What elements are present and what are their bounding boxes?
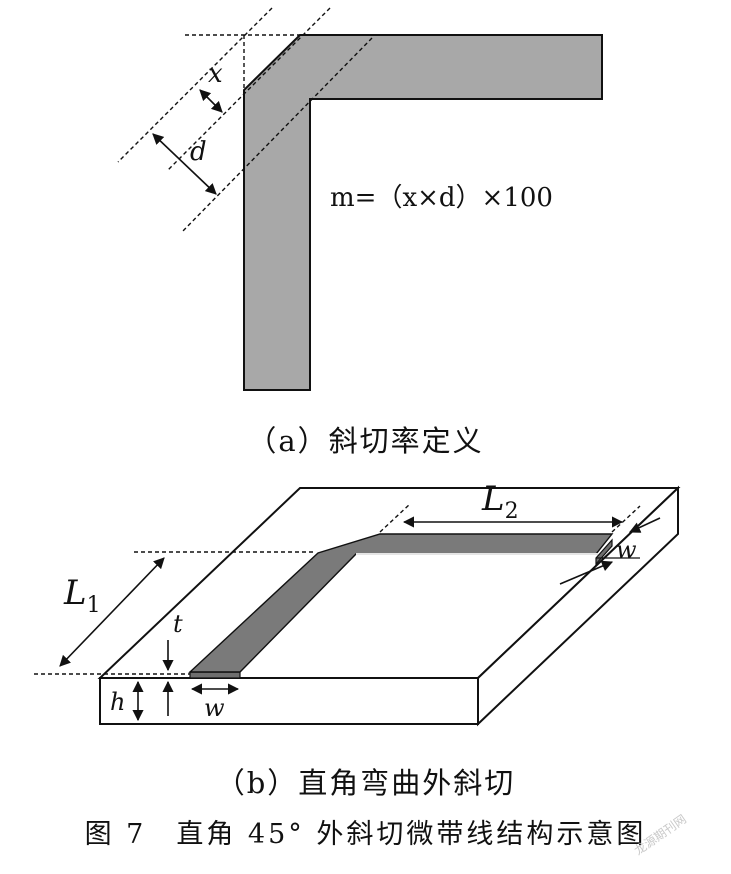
label-w-right: w (616, 536, 637, 564)
w-right-arrow-bottom (559, 560, 614, 585)
L2-reference-dashed-right (611, 505, 641, 533)
label-L1: L1 (63, 573, 101, 618)
label-L2: L2 (481, 479, 519, 524)
part-b-diagram: L1 L2 w t h w (34, 479, 681, 727)
caption-part-a: （a）斜切率定义 (247, 424, 484, 458)
caption-part-b: （b）直角弯曲外斜切 (215, 766, 516, 800)
mitered-bend-strip (243, 34, 603, 391)
label-t: t (173, 610, 183, 638)
microstrip-top-surface (188, 533, 614, 673)
microstrip-front-edge (189, 671, 241, 679)
figure-caption: 图 7 直角 45° 外斜切微带线结构示意图 (84, 819, 647, 850)
substrate-front-face (99, 677, 479, 725)
d-dimension-arrow (152, 133, 217, 195)
label-x: x (208, 59, 223, 89)
x-dimension-arrow (199, 89, 223, 113)
L1-dimension-arrow (59, 557, 165, 667)
label-w-bottom: w (204, 694, 225, 722)
inner-diagonal-dashed-line (181, 37, 373, 233)
label-d: d (190, 137, 207, 167)
part-a-diagram: x d m=（x×d）×100 (117, 7, 603, 391)
miter-rate-formula: m=（x×d）×100 (330, 183, 553, 213)
w-right-arrow-top (628, 517, 661, 533)
substrate-right-face (477, 485, 679, 727)
corner-diagonal-dashed-line (117, 7, 273, 163)
label-h: h (110, 688, 125, 716)
